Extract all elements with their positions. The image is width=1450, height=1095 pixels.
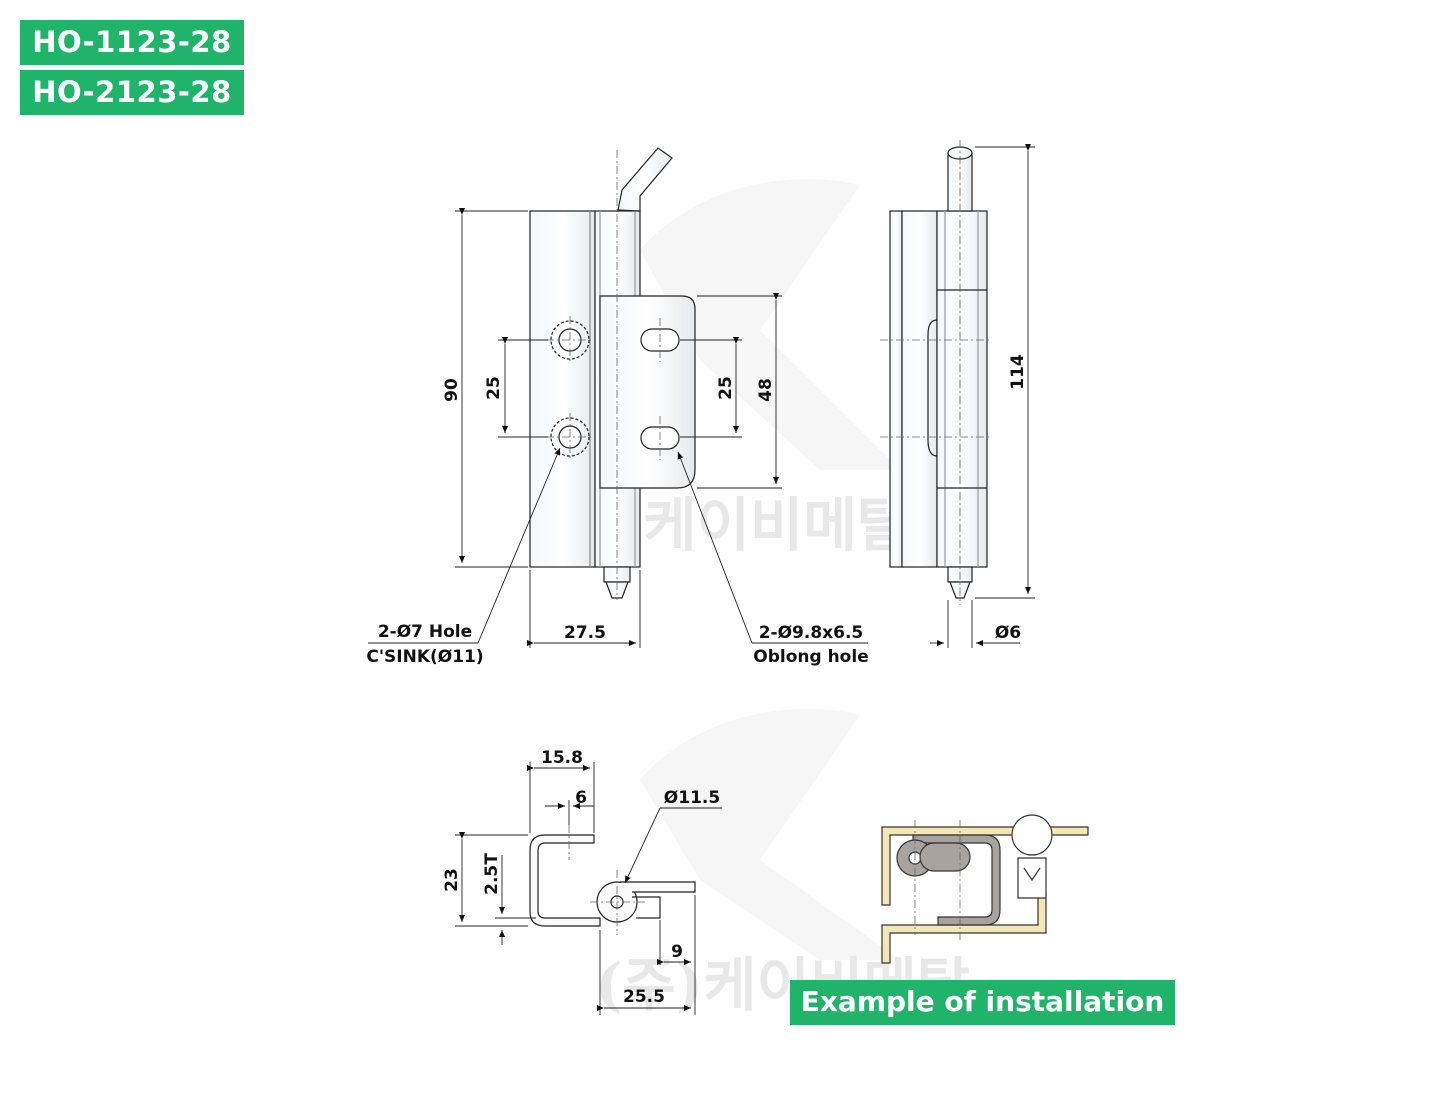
hole-callout-line1: 2-Ø7 Hole xyxy=(378,622,472,642)
dim-top-width: 15.8 xyxy=(541,748,583,768)
dim-side-height: 23 xyxy=(442,868,462,892)
dimension-lines xyxy=(368,144,1035,648)
dim-leaf-length: 9 xyxy=(671,942,683,962)
hinge-side-view xyxy=(880,140,990,605)
hinge-top-view xyxy=(529,825,696,935)
oblong-callout-line2: Oblong hole xyxy=(753,647,868,667)
dim-leaf-height: 48 xyxy=(756,378,776,402)
dim-pin-diameter: Ø6 xyxy=(995,623,1021,643)
model-badge-1: HO-1123-28 xyxy=(20,20,244,65)
dim-thickness: 2.5T xyxy=(482,853,502,895)
dim-overall-height: 114 xyxy=(1008,354,1028,390)
dim-height-total: 90 xyxy=(442,378,462,402)
installation-example xyxy=(881,814,1089,964)
dim-pin-offset: 6 xyxy=(575,788,587,808)
installation-example-label: Example of installation xyxy=(790,980,1175,1025)
dim-bottom-width: 25.5 xyxy=(623,987,665,1007)
dim-knuckle-diameter: Ø11.5 xyxy=(664,788,720,808)
dim-slot-pitch-right: 25 xyxy=(716,376,736,400)
hole-callout-line2: C'SINK(Ø11) xyxy=(366,647,483,667)
watermark-logo xyxy=(640,178,900,960)
model-badge-2: HO-2123-28 xyxy=(20,70,244,115)
dim-hole-pitch-left: 25 xyxy=(484,376,504,400)
oblong-callout-line1: 2-Ø9.8x6.5 xyxy=(759,623,864,643)
dim-width-base: 27.5 xyxy=(564,623,606,643)
hinge-front-view xyxy=(529,147,696,600)
top-view-dimension-lines xyxy=(455,762,722,1015)
